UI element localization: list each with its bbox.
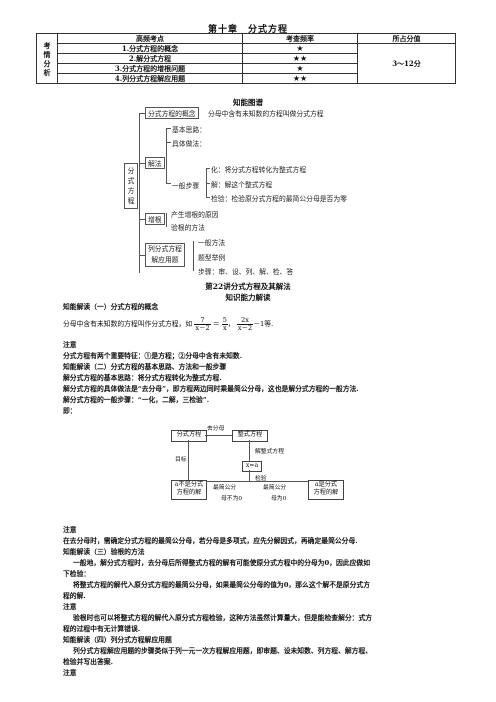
section-3-para-1a: 一般地，解分式方程时，去分母后所得整式方程的解有可能使原分式方程中的分母为0，因… bbox=[73, 559, 370, 567]
specific-method: 具体做法： bbox=[172, 140, 206, 148]
solve-integral-label: 解整式方程 bbox=[255, 449, 284, 455]
chapter-title: 第十章 分式方程 bbox=[207, 25, 288, 35]
section-3-para-1b: 下检验： bbox=[63, 570, 91, 578]
note-heading: 注意 bbox=[63, 526, 77, 534]
lesson-subtitle: 知识能力解读 bbox=[225, 293, 271, 302]
app-general-method: 一般方法 bbox=[198, 239, 226, 247]
note-2-text: 在去分母时，需确定分式方程的最简公分母，若分母是多项式，应先分解因式，再确定最简… bbox=[63, 537, 358, 545]
extraneous-root-box: 增根 bbox=[145, 213, 165, 225]
topic-cell: 1.分式方程的概念 bbox=[57, 43, 243, 54]
frequency-cell: ★ bbox=[242, 63, 358, 74]
lcd-label-right: 最简公分 bbox=[263, 485, 287, 491]
basic-idea: 基本思路： bbox=[172, 126, 206, 134]
fractional-equation-box: 分式方程 bbox=[171, 430, 207, 442]
solution-box: x=a bbox=[242, 461, 262, 472]
header-topic: 高频考点 bbox=[57, 33, 243, 44]
section-3-title: 知能解读（三）验根的方法 bbox=[63, 548, 145, 556]
app-steps: 步骤：审、设、列、解、检、答 bbox=[198, 268, 294, 276]
note-heading: 注意 bbox=[63, 341, 77, 349]
app-examples: 题型举例 bbox=[198, 254, 226, 262]
section-4-text-a: 列分式方程解应用题的步骤类似于列一元一次方程解应用题，即审题、设未知数、列方程、… bbox=[73, 647, 373, 655]
integral-equation-box: 整式方程 bbox=[232, 430, 268, 442]
frequency-cell: ★★ bbox=[242, 73, 358, 84]
extraneous-cause: 产生增根的原因 bbox=[171, 211, 219, 219]
exam-side-label: 考情分析 bbox=[36, 33, 58, 84]
lcd-zero-label: 母为0 bbox=[271, 496, 287, 502]
lcd-label-left: 最简公分 bbox=[213, 485, 237, 491]
note-3-text-a: 验根时也可以将整式方程的解代入原分式方程检验，这种方法虽然计算量大，但是能检查解… bbox=[73, 614, 373, 622]
topic-cell: 2.解分式方程 bbox=[57, 53, 243, 64]
root-check-method: 验根的方法 bbox=[171, 224, 205, 232]
note-1-text: 分式方程有两个重要特征：①是方程；②分母中含有未知数. bbox=[63, 352, 243, 360]
root-box: 分式方程 bbox=[124, 163, 138, 209]
header-frequency: 考查频率 bbox=[242, 33, 358, 44]
section-2-line-3: 解分式方程的一般步骤：“一化，二解，三检验”. bbox=[63, 396, 210, 404]
lesson-title: 第22讲分式方程及其解法 bbox=[205, 282, 291, 291]
is-solution-box: a是分式方程的解 bbox=[308, 480, 344, 500]
section-3-para-2a: 将整式方程的解代入原分式方程的最简公分母，如果最简公分母的值为0，那么这个解不是… bbox=[73, 581, 370, 589]
section-1-title: 知能解读（一）分式方程的概念 bbox=[63, 303, 159, 311]
concept-box: 分式方程的概念 bbox=[145, 107, 199, 119]
exam-analysis-table: 考情分析 高频考点 考查频率 所占分值 1.分式方程的概念 ★ 3～12分 2.… bbox=[36, 33, 456, 84]
lcd-nonzero-label: 母不为0 bbox=[221, 496, 243, 502]
section-4-text-b: 检验并写出答案. bbox=[63, 658, 113, 666]
solve-box: 解法 bbox=[145, 157, 165, 169]
section-2-line-1: 解分式方程的基本思路：将分式方程转化为整式方程. bbox=[63, 374, 222, 382]
topic-cell: 4.列分式方程解应用题 bbox=[57, 73, 243, 84]
knowledge-map-title: 知能图谱 bbox=[233, 98, 263, 107]
score-cell: 3～12分 bbox=[357, 43, 456, 84]
note-heading: 注意 bbox=[63, 603, 77, 611]
application-box: 列分式方程 解应用题 bbox=[145, 243, 185, 267]
step-convert: 化：将分式方程转化为整式方程 bbox=[211, 166, 307, 174]
check-label: 检验 bbox=[255, 476, 267, 482]
step-solve: 解：解这个整式方程 bbox=[211, 181, 273, 189]
section-2-title: 知能解读（二）分式方程的基本思路、方法和一般步骤 bbox=[63, 363, 227, 371]
note-heading: 注意 bbox=[63, 669, 77, 677]
not-solution-box: a不是分式方程的解 bbox=[171, 480, 207, 500]
section-3-para-2b: 程的解. bbox=[63, 592, 86, 600]
concept-description: 分母中含有未知数的方程叫做分式方程 bbox=[208, 110, 324, 118]
topic-cell: 3.分式方程的增根问题 bbox=[57, 63, 243, 74]
note-3-text-b: 程的过程中有无计算错误. bbox=[63, 625, 141, 633]
header-score: 所占分值 bbox=[357, 33, 456, 44]
clear-denominator-label: 去分母 bbox=[207, 426, 225, 432]
frequency-cell: ★★ bbox=[242, 53, 358, 64]
section-2-line-4: 即： bbox=[63, 407, 77, 415]
goal-label: 目标 bbox=[175, 457, 187, 463]
section-2-line-2: 解分式方程的具体做法是“去分母”，即方程两边同时乘最简公分母，这也是解分式方程的… bbox=[63, 385, 359, 393]
frequency-cell: ★ bbox=[242, 43, 358, 54]
general-steps: 一般步骤 bbox=[172, 182, 200, 190]
step-check: 检验：检验原分式方程的最简公分母是否为零 bbox=[211, 195, 347, 203]
section-4-title: 知能解读（四）列分式方程解应用题 bbox=[63, 636, 172, 644]
